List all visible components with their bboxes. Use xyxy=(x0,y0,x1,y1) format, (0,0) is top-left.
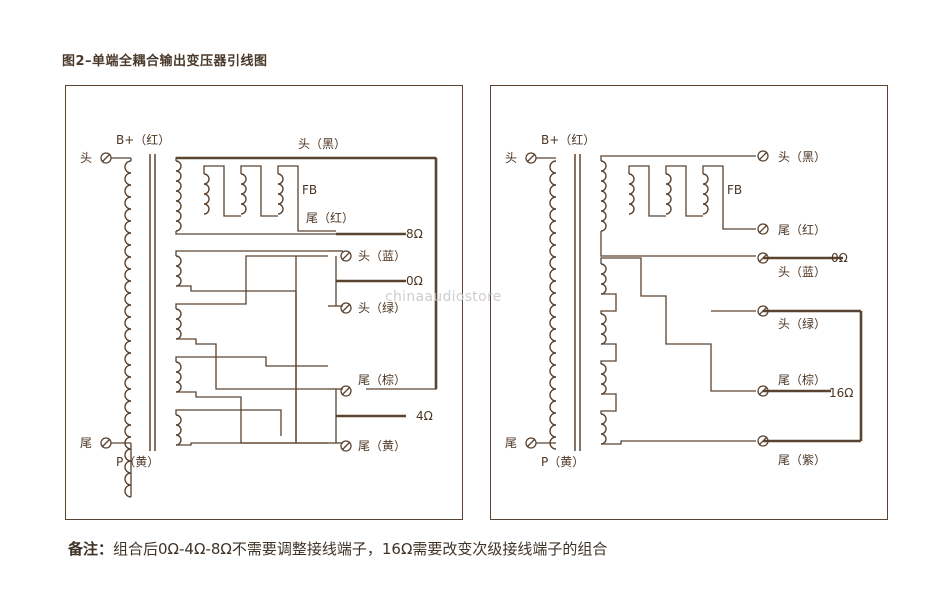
diagram-panel-left: 头 尾 B+（红） P（黄） 头（黑） FB 尾（红） 8Ω 头（蓝） 0Ω 头… xyxy=(65,85,463,520)
label-tail-red: 尾（红） xyxy=(306,210,354,225)
terminal-primary-head xyxy=(100,152,112,164)
terminal-tail-red-right xyxy=(757,223,769,235)
terminal-head-blue-right xyxy=(757,252,769,264)
terminal-tail-brown-right xyxy=(757,385,769,397)
terminal-primary-tail-right xyxy=(525,437,537,449)
label-tail-brown: 尾（棕） xyxy=(358,372,406,387)
label-primary-head-right: 头 xyxy=(505,151,517,165)
label-primary-head: 头 xyxy=(80,151,92,165)
footnote-text: 组合后0Ω-4Ω-8Ω不需要调整接线端子，16Ω需要改变次级接线端子的组合 xyxy=(113,540,608,558)
footnote: 备注：组合后0Ω-4Ω-8Ω不需要调整接线端子，16Ω需要改变次级接线端子的组合 xyxy=(68,538,607,559)
label-fb-right: FB xyxy=(727,183,742,197)
label-4-ohm: 4Ω xyxy=(416,409,433,423)
terminal-head-blue xyxy=(340,250,352,262)
label-head-green-right: 头（绿） xyxy=(778,316,826,331)
terminal-head-green-right xyxy=(757,305,769,317)
label-head-black: 头（黑） xyxy=(298,137,346,151)
label-tail-yellow: 尾（黄） xyxy=(358,439,406,453)
label-head-black-right: 头（黑） xyxy=(778,150,826,164)
terminal-head-green xyxy=(340,302,352,314)
label-head-blue-right: 头（蓝） xyxy=(778,265,826,279)
terminal-tail-brown xyxy=(340,385,352,397)
wiring-diagram-left: 头 尾 B+（红） P（黄） 头（黑） FB 尾（红） 8Ω 头（蓝） 0Ω 头… xyxy=(80,132,438,498)
diagram-panel-right: 头 尾 B+（红） P（黄） 头（黑） FB 尾（红） 0Ω 头（蓝） 头（绿）… xyxy=(490,85,888,520)
label-8-ohm: 8Ω xyxy=(406,227,423,241)
terminal-tail-yellow xyxy=(340,440,352,452)
terminal-head-black-right xyxy=(757,150,769,162)
primary-coil xyxy=(124,160,132,498)
label-0-ohm: 0Ω xyxy=(406,274,423,288)
label-p-yellow: P（黄） xyxy=(116,455,159,469)
label-head-blue: 头（蓝） xyxy=(358,249,406,263)
terminal-primary-tail xyxy=(100,437,112,449)
terminal-primary-head-right xyxy=(525,152,537,164)
watermark: chinaaudiostore xyxy=(385,289,502,305)
wiring-diagram-right: 头 尾 B+（红） P（黄） 头（黑） FB 尾（红） 0Ω 头（蓝） 头（绿）… xyxy=(505,132,863,469)
label-fb: FB xyxy=(302,183,317,197)
label-0-ohm-right: 0Ω xyxy=(831,251,848,265)
figure-title: 图2–单端全耦合输出变压器引线图 xyxy=(62,54,268,69)
label-b-plus: B+（红） xyxy=(116,132,170,147)
label-tail-purple-right: 尾（紫） xyxy=(778,453,826,467)
footnote-label: 备注： xyxy=(68,540,114,558)
label-primary-tail-right: 尾 xyxy=(505,436,517,450)
label-p-yellow-right: P（黄） xyxy=(541,455,584,469)
label-primary-tail: 尾 xyxy=(80,436,92,450)
label-tail-brown-right: 尾（棕） xyxy=(778,372,826,387)
label-b-plus-right: B+（红） xyxy=(541,132,595,147)
label-tail-red-right: 尾（红） xyxy=(778,222,826,237)
label-16-ohm-right: 16Ω xyxy=(829,386,853,400)
label-head-green: 头（绿） xyxy=(358,300,406,315)
terminal-tail-purple-right xyxy=(757,435,769,447)
